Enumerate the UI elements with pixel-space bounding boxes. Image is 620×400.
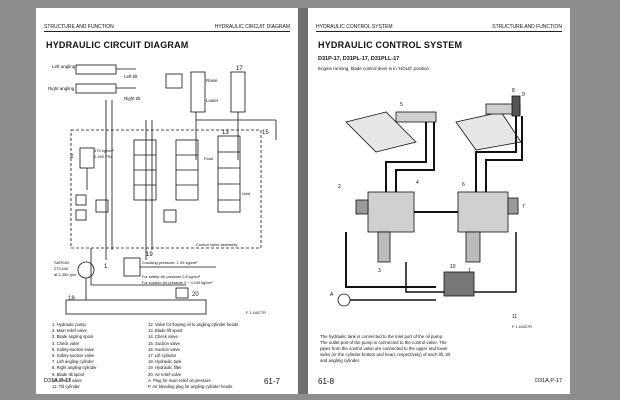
legend-item: 1. Hydraulic pump [52, 322, 86, 327]
label-for-safety: For safety: Air pressure 0.8 kg/cm² [142, 275, 201, 279]
callout-2: 2 [338, 184, 341, 190]
callout-18: 18 [68, 296, 75, 302]
legend-item: 12. Valve for flowing oil to angling cyl… [148, 322, 239, 327]
legend-item: 18. Hydraulic tank [148, 359, 182, 365]
legend-item: 15. Suction valve [148, 340, 180, 346]
legend-column-1: 1. Hydraulic pump 2. Main relief valve 3… [52, 322, 97, 390]
label-cracking-pressure: Cracking pressure: 1.05 kg/cm² [142, 260, 198, 265]
label-pressure-main: 175 kg/cm² [94, 148, 114, 153]
left-page-number: 61-7 [263, 377, 280, 386]
left-footer-model: D31A,P-17 [44, 378, 71, 384]
label-pump-rpm: 2TC440 [54, 266, 69, 271]
right-header-section: STRUCTURE AND FUNCTION [492, 24, 562, 30]
callout-13: 13 [222, 130, 229, 136]
label-raise: Raise [206, 78, 218, 83]
label-hold: Hold [242, 191, 250, 196]
label-pump-model: SAR040 [54, 260, 70, 265]
left-page-title: HYDRAULIC CIRCUIT DIAGRAM [46, 40, 189, 50]
callout-1: 1 [104, 264, 108, 270]
label-figure-ref: F 1 44077R [246, 311, 266, 315]
hydraulic-circuit-diagram: Left angling Right angling Left tilt Rig… [48, 64, 277, 315]
callout-3: 3 [378, 268, 381, 274]
callout-a: A [330, 292, 334, 298]
legend-item: 20. Air relief valve [148, 371, 182, 377]
label-right-tilt: Right tilt [124, 96, 141, 101]
legend-item: A. Plug for main relief oil pressure [148, 377, 211, 383]
legend-item: 14. Check valve [148, 334, 178, 340]
legend-item: 13. Blade lift spool [148, 328, 183, 334]
left-page-header: STRUCTURE AND FUNCTION HYDRAULIC CIRCUIT… [44, 24, 290, 32]
left-header-section: STRUCTURE AND FUNCTION [44, 24, 114, 30]
label-lower: Lower [206, 98, 219, 103]
legend-item: 19. Hydraulic filter [148, 365, 182, 371]
legend-item: 4. Check valve [52, 340, 80, 346]
callout-5: 5 [400, 102, 403, 108]
left-header-topic: HYDRAULIC CIRCUIT DIAGRAM [214, 24, 290, 30]
label-left-angling: Left angling [52, 64, 76, 69]
label-left-tilt: Left tilt [124, 74, 138, 79]
callout-7: 7 [522, 204, 525, 210]
callout-15: 15 [262, 130, 269, 136]
label-for-suction: For suction: Air pressure 0 ~ 0.249 kg/c… [142, 281, 213, 285]
legend-item: 10. Check valve [52, 377, 82, 383]
legend-item: P. Air bleeding plug for angling cylinde… [148, 384, 233, 390]
callout-11: 11 [512, 314, 517, 320]
label-control-valve-assembly: Control valve assembly [196, 242, 237, 247]
callout-20: 20 [192, 292, 199, 298]
legend-item: 17. Lift cylinder [148, 353, 177, 359]
label-right-angling: Right angling [48, 86, 75, 91]
callout-1: 1 [468, 268, 471, 274]
callout-4: 4 [416, 180, 419, 186]
description-paragraph: The hydraulic tank is connected to the i… [320, 334, 450, 363]
callout-8: 8 [512, 88, 515, 94]
callout-10: 10 [450, 264, 456, 270]
right-footer-model: D31A,P-17 [535, 378, 562, 384]
legend-item: 6. Safety-suction valve [52, 353, 95, 359]
right-page-title: HYDRAULIC CONTROL SYSTEM [318, 40, 463, 50]
callout-2: 2 [70, 154, 74, 160]
right-page-subtitle: D31P-17, D31PL-17, D31PLL-17 [318, 56, 400, 62]
legend-item: 3. Blade angling spool [52, 334, 94, 340]
right-page-header: HYDRAULIC CONTROL SYSTEM STRUCTURE AND F… [316, 24, 562, 32]
legend-item: 16. Suction valve [148, 346, 180, 352]
condition-note: Engine running, blade control lever is i… [318, 66, 430, 71]
legend-item: 8. Right angling cylinder [52, 365, 97, 371]
legend-item: 2. Main relief valve [52, 328, 87, 334]
legend-column-2: 12. Valve for flowing oil to angling cyl… [148, 322, 238, 390]
callout-9: 9 [522, 92, 525, 98]
left-page: STRUCTURE AND FUNCTION HYDRAULIC CIRCUIT… [36, 8, 298, 394]
label-float: Float [204, 156, 214, 161]
legend-item: 11. Tilt cylinder [52, 384, 80, 390]
right-header-topic: HYDRAULIC CONTROL SYSTEM [316, 24, 393, 30]
legend-item: 9. Blade tilt spool [52, 371, 84, 377]
book-gutter [298, 8, 308, 394]
callout-19: 19 [146, 252, 153, 258]
legend-item: 5. Safety-suction valve [52, 346, 95, 352]
callout-17: 17 [236, 66, 243, 72]
legend-item: 7. Left angling cylinder [52, 359, 94, 365]
right-page: HYDRAULIC CONTROL SYSTEM STRUCTURE AND F… [308, 8, 570, 394]
hydraulic-control-system-diagram: 5 8 9 2 4 7 6 3 1 10 11 A F 1 44027R [330, 88, 532, 329]
label-pump-flow: at 2,350 rpm [54, 272, 77, 277]
callout-6: 6 [462, 182, 465, 188]
label-pressure-main-psi: 2,490 PSI [94, 154, 112, 159]
label-figure-ref: F 1 44027R [512, 325, 532, 329]
right-page-number: 61-8 [318, 377, 335, 386]
